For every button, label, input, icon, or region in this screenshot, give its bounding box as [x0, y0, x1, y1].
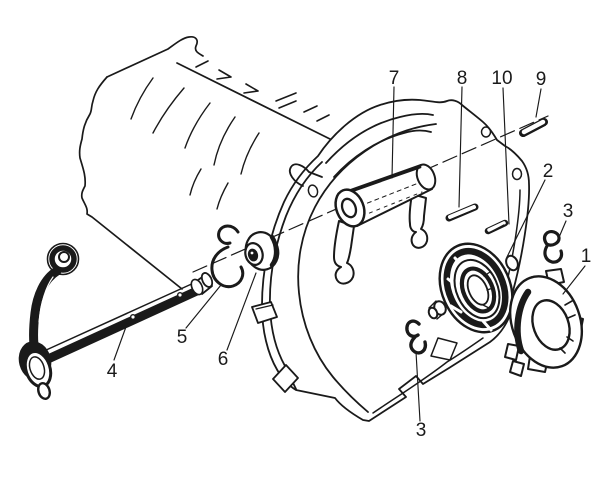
- leader-6: [226, 272, 257, 351]
- callout-labels: 7 8 10 9 2 3 1 4 5 6 3: [107, 68, 592, 441]
- leader-3-upper: [556, 220, 567, 243]
- bearing-thick-ring: [443, 247, 509, 329]
- clutch-fork: [333, 163, 437, 285]
- callout-5: 5: [177, 327, 188, 348]
- leader-10: [502, 87, 510, 225]
- leader-9: [535, 88, 542, 118]
- shaft-top-line: [43, 281, 197, 352]
- bushing-hole: [247, 248, 259, 262]
- leader-1: [562, 265, 586, 295]
- callout-9: 9: [536, 69, 547, 90]
- lever-ball-inner: [28, 356, 46, 380]
- bearing-hole: [466, 274, 490, 306]
- flange-tab-upper-edge: [255, 304, 274, 310]
- fork-pivot-eye: [340, 197, 358, 219]
- pins: [445, 118, 548, 235]
- callout-8: 8: [457, 68, 468, 89]
- bushing-hole-highlight: [250, 251, 254, 255]
- callout-3-upper: 3: [563, 201, 574, 222]
- case-top-edge: [106, 36, 204, 78]
- plate-tab-left2: [509, 360, 525, 377]
- callout-7: 7: [389, 68, 400, 89]
- plate-hatches: [559, 300, 576, 354]
- fork-cylinder-cap: [415, 163, 437, 191]
- callout-3-lower: 3: [416, 420, 427, 441]
- plate-hole: [531, 299, 571, 351]
- top-ear-bolt-hole: [480, 126, 492, 138]
- case-left-bottom-edge: [78, 76, 183, 290]
- leader-4: [113, 323, 128, 361]
- fork-prong-left: [333, 220, 355, 285]
- leader-2: [506, 179, 546, 258]
- fork-prong-right: [408, 193, 429, 249]
- left-ear-bolt-hole: [307, 184, 319, 198]
- pin-10: [484, 219, 509, 235]
- callout-10: 10: [491, 68, 512, 89]
- case-ribs: [130, 77, 260, 210]
- shaft-tip-cap: [200, 272, 214, 288]
- plate-shade-crescent: [514, 288, 532, 355]
- callout-4: 4: [107, 361, 118, 382]
- bushing-shade: [269, 234, 279, 268]
- bearing-nipple-lines: [428, 300, 445, 320]
- lever-arm: [29, 266, 62, 357]
- lever-eye-hole: [58, 251, 70, 263]
- bearing-nipple-tip: [427, 306, 439, 320]
- leader-lines: [113, 86, 586, 422]
- shaft-tip-ring: [190, 278, 204, 296]
- case-roof-line: [176, 62, 335, 142]
- face-notch-quad: [430, 337, 458, 361]
- lever-eye-outer: [46, 242, 80, 276]
- bell-housing: [251, 98, 530, 422]
- leader-8: [458, 86, 463, 208]
- fork-cylinder-top-shade: [344, 165, 422, 195]
- shaft-spring-clip: [210, 224, 245, 289]
- right-ear-bolt-hole: [511, 167, 523, 181]
- callout-6: 6: [218, 349, 229, 370]
- pin-9: [519, 118, 548, 137]
- bell-housing-bore-arc: [297, 123, 437, 413]
- plate-tab-left1: [504, 343, 520, 361]
- release-lever-shaft: [18, 242, 214, 400]
- callout-2: 2: [543, 161, 554, 182]
- leader-7: [391, 86, 395, 179]
- engine-case: [78, 36, 335, 290]
- bell-housing-bottom-inner-line: [372, 337, 484, 414]
- leader-3-lower: [415, 351, 421, 422]
- bell-housing-outline: [261, 98, 530, 422]
- shaft-body: [46, 286, 201, 363]
- fork-cylinder-texture1: [359, 183, 417, 207]
- flange-tab-diamond: [272, 364, 299, 393]
- shaft-nub2: [176, 292, 183, 299]
- case-roof-hatches: [195, 60, 330, 122]
- lever-eye-ring: [49, 245, 77, 273]
- shaft-bushing: [244, 231, 280, 271]
- shaft-nub1: [129, 314, 136, 321]
- bell-housing-top-inner-arc2: [333, 129, 432, 178]
- bell-housing-left-ear: [289, 163, 323, 187]
- callout-1: 1: [581, 246, 592, 267]
- fork-cylinder-texture2: [361, 191, 423, 217]
- leader-5: [185, 284, 222, 329]
- flange-tab-upper: [251, 301, 278, 324]
- retaining-clip-lower: [405, 319, 428, 355]
- bearing-hole-hatches: [482, 271, 494, 309]
- bearing-lug: [505, 254, 519, 272]
- bell-housing-top-inner-arc: [325, 113, 434, 164]
- lever-arm-highlight: [38, 276, 54, 323]
- pin-8: [445, 203, 479, 222]
- release-plate: [504, 268, 584, 377]
- release-bearing: [427, 242, 519, 334]
- lever-ball-tab: [37, 382, 51, 400]
